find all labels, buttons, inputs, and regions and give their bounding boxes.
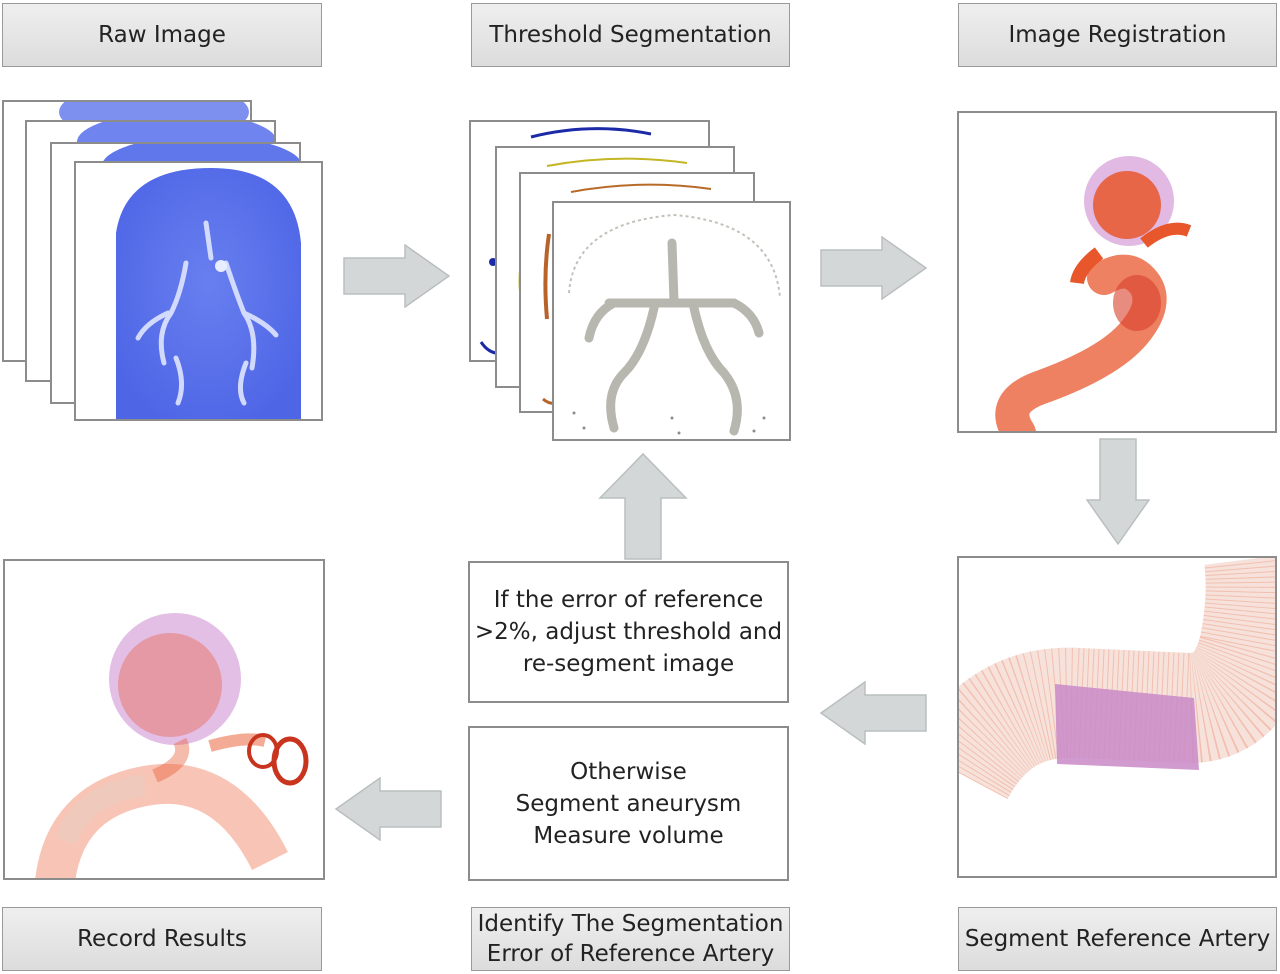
record-results-text: Record Results <box>77 926 247 952</box>
segment-reference-artery-text: Segment Reference Artery <box>964 926 1271 952</box>
image-registration-frame <box>957 111 1277 433</box>
otherwise-line-3: Measure volume <box>533 822 724 849</box>
otherwise-box: Otherwise Segment aneurysm Measure volum… <box>468 726 789 881</box>
reference-artery-render <box>959 558 1275 801</box>
raw-image-slice-front <box>74 161 323 421</box>
arrow-left-1 <box>819 681 927 745</box>
identify-error-label: Identify The Segmentation Error of Refer… <box>471 907 790 971</box>
segment-reference-frame <box>957 556 1277 878</box>
identify-error-line-2: Error of Reference Artery <box>486 941 775 967</box>
gray-vessel-render <box>568 213 781 436</box>
otherwise-line-1: Otherwise <box>570 758 687 785</box>
otherwise-line-2: Segment aneurysm <box>515 790 742 817</box>
arrow-left-2 <box>334 777 442 841</box>
adjust-threshold-line-1: If the error of reference <box>493 587 764 613</box>
record-results-frame <box>3 559 325 880</box>
raw-image-label: Raw Image <box>2 3 322 67</box>
registered-artery-render <box>995 156 1192 431</box>
record-results-label: Record Results <box>2 907 322 971</box>
arrow-up <box>598 452 688 560</box>
threshold-segmentation-label: Threshold Segmentation <box>471 3 790 67</box>
identify-error-line-1: Identify The Segmentation <box>477 911 784 937</box>
arrow-right-1 <box>343 244 451 308</box>
adjust-threshold-line-3: re-segment image <box>522 651 735 677</box>
arrow-right-2 <box>820 236 928 300</box>
raw-head-scan <box>116 168 301 419</box>
adjust-threshold-box: If the error of reference >2%, adjust th… <box>468 561 789 703</box>
adjust-threshold-line-2: >2%, adjust threshold and <box>474 619 783 645</box>
aneurysm-result-render <box>35 613 309 878</box>
threshold-segmentation-text: Threshold Segmentation <box>489 22 772 48</box>
segment-reference-artery-label: Segment Reference Artery <box>958 907 1277 971</box>
raw-image-text: Raw Image <box>98 22 226 48</box>
image-registration-label: Image Registration <box>958 3 1277 67</box>
image-registration-text: Image Registration <box>1008 22 1227 48</box>
arrow-down <box>1086 438 1150 546</box>
threshold-slice-front <box>552 201 791 441</box>
